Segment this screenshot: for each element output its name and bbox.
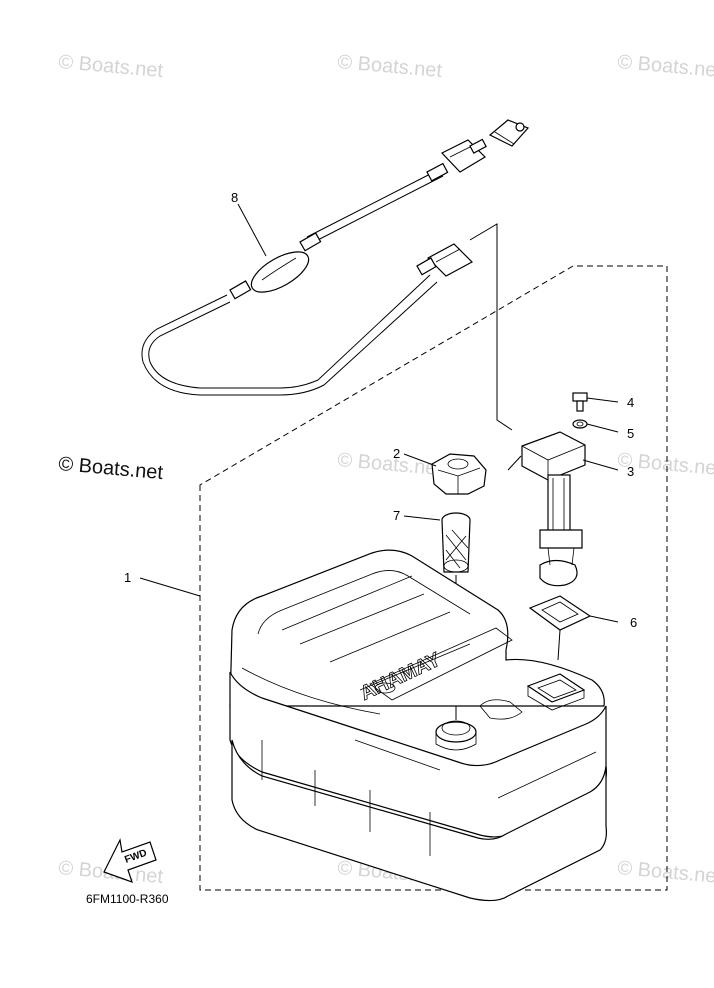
hose-end-connector	[488, 119, 530, 147]
watermark: © Boats.net	[58, 51, 165, 82]
callout-7: 7	[393, 508, 400, 523]
watermark: © Boats.net	[617, 857, 714, 888]
watermark: © Boats.net	[337, 51, 444, 82]
callout-6: 6	[630, 615, 637, 630]
watermark: © Boats.net	[337, 449, 444, 480]
callout-5: 5	[627, 426, 634, 441]
fuel-meter	[507, 431, 586, 587]
fwd-arrow: FWD	[103, 838, 157, 883]
watermark: © Boats.net	[617, 51, 714, 82]
washer	[572, 419, 588, 429]
callout-4: 4	[627, 395, 634, 410]
gasket	[528, 595, 592, 631]
primer-bulb	[229, 232, 322, 300]
callout-leaders	[139, 203, 619, 623]
callout-8: 8	[231, 190, 238, 205]
fuel-hose-assembly	[141, 119, 530, 431]
callout-1: 1	[124, 570, 131, 585]
lower-hose-coupler	[416, 243, 473, 277]
callout-numbers: 1 2 3 4 5 6 7 8	[124, 190, 637, 630]
callout-2: 2	[393, 446, 400, 461]
gasket-guide-line	[557, 629, 561, 661]
screw	[572, 392, 588, 412]
upper-hose-coupler	[441, 138, 487, 173]
assembly-boundary	[199, 265, 668, 891]
fuel-tank: YAMAHA	[229, 549, 607, 902]
boats-net-credit: © Boats.net	[58, 453, 165, 484]
fuel-cap	[431, 453, 487, 495]
diagram-code: 6FM1100-R360	[86, 892, 169, 906]
callout-3: 3	[627, 464, 634, 479]
strainer	[441, 512, 471, 573]
